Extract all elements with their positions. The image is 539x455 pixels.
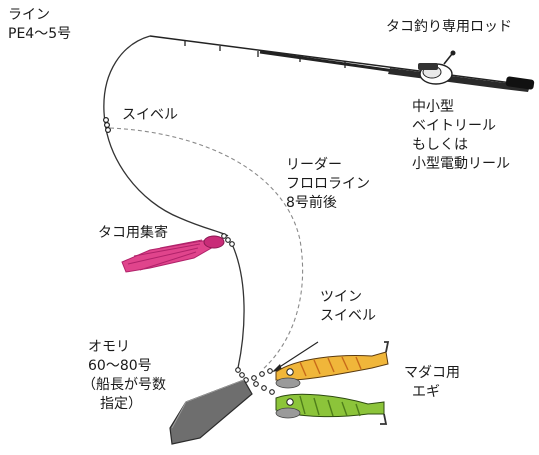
reel-label-line1: 中小型 [412,99,454,115]
sinker-weight [169,379,253,445]
sinker-label: オモリ 60～80号 （船長が号数 指定） [82,338,166,414]
reel-label-line3: もしくは [412,137,468,153]
attractor-skirt [121,235,225,273]
rod-label: タコ釣り専用ロッド [386,19,512,35]
branch-line [231,243,245,369]
line-label-spec: PE4～5号 [8,26,72,42]
upper-swivel [102,116,111,133]
leader-label-line2: フロロライン [286,176,370,192]
egi-label-line1: マダコ用 [404,365,460,381]
sinker-label-line4: 指定） [100,396,142,412]
line-label-title: ライン [8,7,50,23]
egi-label-line2: エギ [412,384,440,400]
sinker-label-line3: （船長が号数 [82,377,166,393]
twin-swivel [235,367,275,395]
reel-label: 中小型 ベイトリール もしくは 小型電動リール [412,98,510,174]
leader-label: リーダー フロロライン 8号前後 [286,156,370,213]
twin-swivel-label-line1: ツイン [320,289,362,305]
reel-label-line2: ベイトリール [412,118,496,134]
attractor-label: タコ用集寄 [98,225,168,241]
sinker-label-line1: オモリ [88,339,130,355]
egi-orange [275,341,390,389]
egi-green [275,393,388,425]
leader-label-line3: 8号前後 [286,195,337,211]
leader-label-line1: リーダー [286,157,342,173]
egi-label: マダコ用 エギ [404,364,460,402]
line-label: ライン PE4～5号 [8,6,71,44]
attractor-swivel [221,233,235,247]
twin-swivel-label: ツイン スイベル [320,288,376,326]
swivel-label: スイベル [122,107,178,123]
reel-icon [418,50,456,85]
fishing-rod [149,35,535,92]
rod-guides [184,41,346,68]
sinker-label-line2: 60～80号 [88,358,152,374]
twin-swivel-label-line2: スイベル [320,308,376,324]
reel-label-line4: 小型電動リール [412,156,510,172]
main-line [103,35,229,237]
